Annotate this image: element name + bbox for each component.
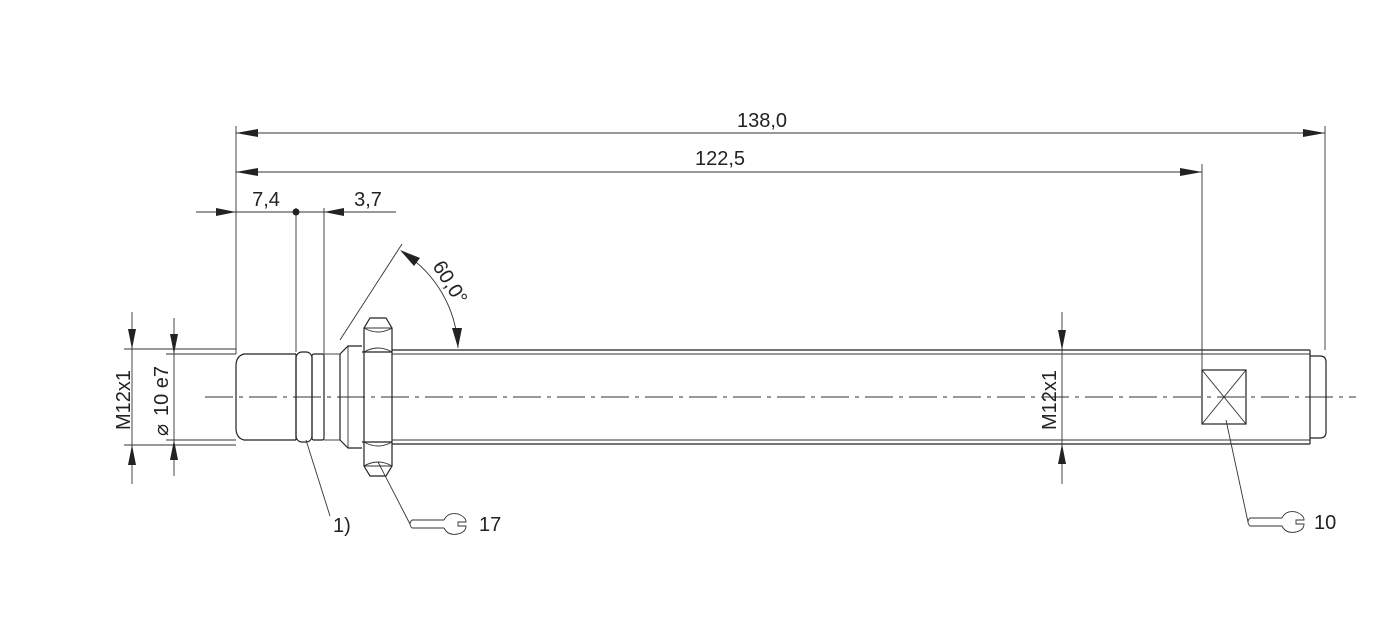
arrowhead xyxy=(236,129,258,137)
arrowhead xyxy=(400,250,420,266)
hex-nut xyxy=(362,317,393,477)
arrowhead xyxy=(236,168,258,176)
arrowhead xyxy=(128,445,136,465)
groove xyxy=(311,353,325,441)
dim-thread-right: M12x1 xyxy=(1039,312,1066,484)
arrowhead xyxy=(324,208,344,216)
callout-note: 1) xyxy=(305,439,351,537)
arrowhead xyxy=(128,329,136,349)
dim-overall-length: 138,0 xyxy=(236,110,1325,137)
dim-length-to-flats: 122,5 xyxy=(236,148,1202,176)
dim-label-overall: 138,0 xyxy=(737,110,787,132)
dim-label-groove: 3,7 xyxy=(354,189,382,211)
arrowhead xyxy=(1303,129,1325,137)
dim-chamfer-angle: 60,0° xyxy=(400,250,472,349)
callout-wrench-nut: 17 xyxy=(377,461,501,536)
dim-thread-left: M12x1 xyxy=(113,312,136,484)
wrench-size-flats: 10 xyxy=(1314,512,1336,534)
wrench-size-nut: 17 xyxy=(479,514,501,536)
wrench-flats xyxy=(1201,369,1247,425)
arrowhead xyxy=(1180,168,1202,176)
arrowhead xyxy=(170,334,178,354)
arrowhead xyxy=(216,208,236,216)
dim-label-to-flats: 122,5 xyxy=(695,148,745,170)
arrowhead xyxy=(170,440,178,460)
callout-wrench-flats: 10 xyxy=(1225,419,1336,534)
sensor-body xyxy=(205,317,1356,477)
dim-diameter: ⌀ 10 e7 xyxy=(151,318,178,476)
dim-label-thread-right: M12x1 xyxy=(1039,370,1061,430)
extension-lines xyxy=(124,126,1326,446)
dim-label-thread-left: M12x1 xyxy=(113,370,135,430)
wrench-icon xyxy=(1247,511,1305,533)
dim-front-segments: 7,4 3,7 xyxy=(196,189,396,216)
arrowhead xyxy=(452,328,462,348)
wrench-icon xyxy=(409,513,467,535)
dim-label-angle: 60,0° xyxy=(428,257,472,308)
rear-collar xyxy=(1310,355,1327,439)
sensing-head xyxy=(235,353,296,441)
arrowhead xyxy=(1058,330,1066,350)
dim-label-front: 7,4 xyxy=(252,189,280,211)
dim-label-diameter: 10 e7 xyxy=(151,366,173,416)
diameter-symbol-icon: ⌀ xyxy=(151,424,173,436)
note-ref-label: 1) xyxy=(333,515,351,537)
arrowhead xyxy=(1058,444,1066,464)
